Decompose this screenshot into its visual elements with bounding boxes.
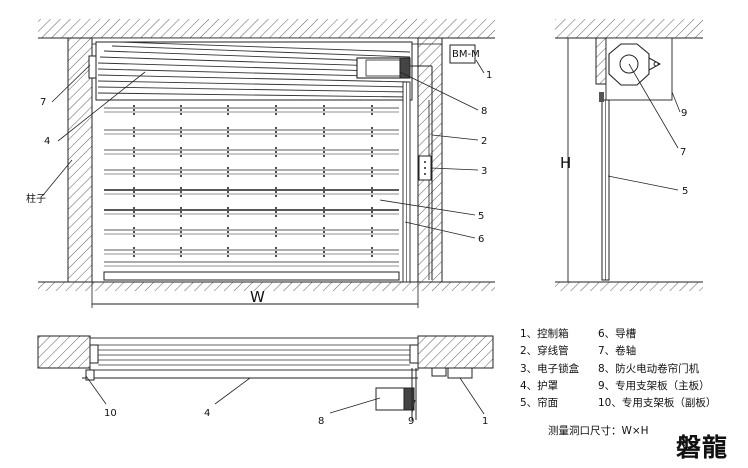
plan-callout-4: 4 <box>204 408 210 419</box>
side-callout-5: 5 <box>682 186 688 197</box>
side-callout-9: 9 <box>681 108 687 119</box>
bottom-bar <box>103 271 400 281</box>
width-label: W <box>250 288 265 306</box>
legend-item: 1、控制箱 <box>520 328 569 340</box>
lintel-wall <box>38 19 495 38</box>
plan-callout-10: 10 <box>104 408 117 419</box>
plan-right-wall <box>417 335 494 369</box>
legend-row: 4、护罩 9、专用支架板（主板） <box>520 378 746 395</box>
brand-logo: 磐龍 <box>676 433 729 462</box>
side-section: H 9 7 5 <box>555 19 703 291</box>
plan-view: 10 4 8 9 1 <box>37 335 494 427</box>
callout-4: 4 <box>44 136 50 147</box>
left-bracket <box>88 55 97 79</box>
side-floor <box>555 282 703 291</box>
plan-callout-8: 8 <box>318 416 324 427</box>
legend-item: 8、防火电动卷帘门机 <box>598 362 700 375</box>
callout-6: 6 <box>478 234 484 245</box>
side-top-wall <box>555 19 703 38</box>
legend-row: 5、帘面 10、专用支架板（副板） <box>520 395 746 412</box>
callout-2: 2 <box>481 136 487 147</box>
legend: 1、控制箱 6、导槽 2、穿线管 7、卷轴 3、电子锁盒 8、防火电动卷帘门机 … <box>520 326 746 412</box>
legend-item: 6、导槽 <box>598 328 637 340</box>
legend-item: 5、帘面 <box>520 397 559 410</box>
motor-tag: BM-M <box>452 49 480 60</box>
plan-control-box <box>447 367 473 379</box>
callout-3: 3 <box>481 166 487 177</box>
legend-row: 3、电子锁盒 8、防火电动卷帘门机 <box>520 361 746 378</box>
front-elevation: BM-M W 7 4 柱 <box>26 19 495 308</box>
callout-8: 8 <box>481 106 487 117</box>
legend-item: 7、卷轴 <box>598 345 637 358</box>
callout-5: 5 <box>478 211 484 222</box>
legend-item: 9、专用支架板（主板） <box>598 379 710 392</box>
side-lintel <box>595 37 607 85</box>
side-callout-7: 7 <box>680 147 686 158</box>
control-box <box>449 44 476 64</box>
legend-item: 3、电子锁盒 <box>520 362 580 375</box>
pillar-label: 柱子 <box>26 192 46 205</box>
floor <box>38 282 495 291</box>
callout-1: 1 <box>486 70 492 81</box>
height-label: H <box>560 154 571 172</box>
plan-left-wall <box>37 335 91 369</box>
legend-row: 2、穿线管 7、卷轴 <box>520 343 746 360</box>
legend-row: 1、控制箱 6、导槽 <box>520 326 746 343</box>
plan-callout-1: 1 <box>482 416 488 427</box>
curtain-slats <box>104 105 399 267</box>
measurement-note: 测量洞口尺寸：W×H <box>548 425 649 437</box>
legend-item: 4、护罩 <box>520 379 559 392</box>
legend-item: 2、穿线管 <box>520 345 569 358</box>
legend-item: 10、专用支架板（副板） <box>598 397 717 410</box>
callout-7: 7 <box>40 97 46 108</box>
plan-callout-9: 9 <box>408 416 414 427</box>
